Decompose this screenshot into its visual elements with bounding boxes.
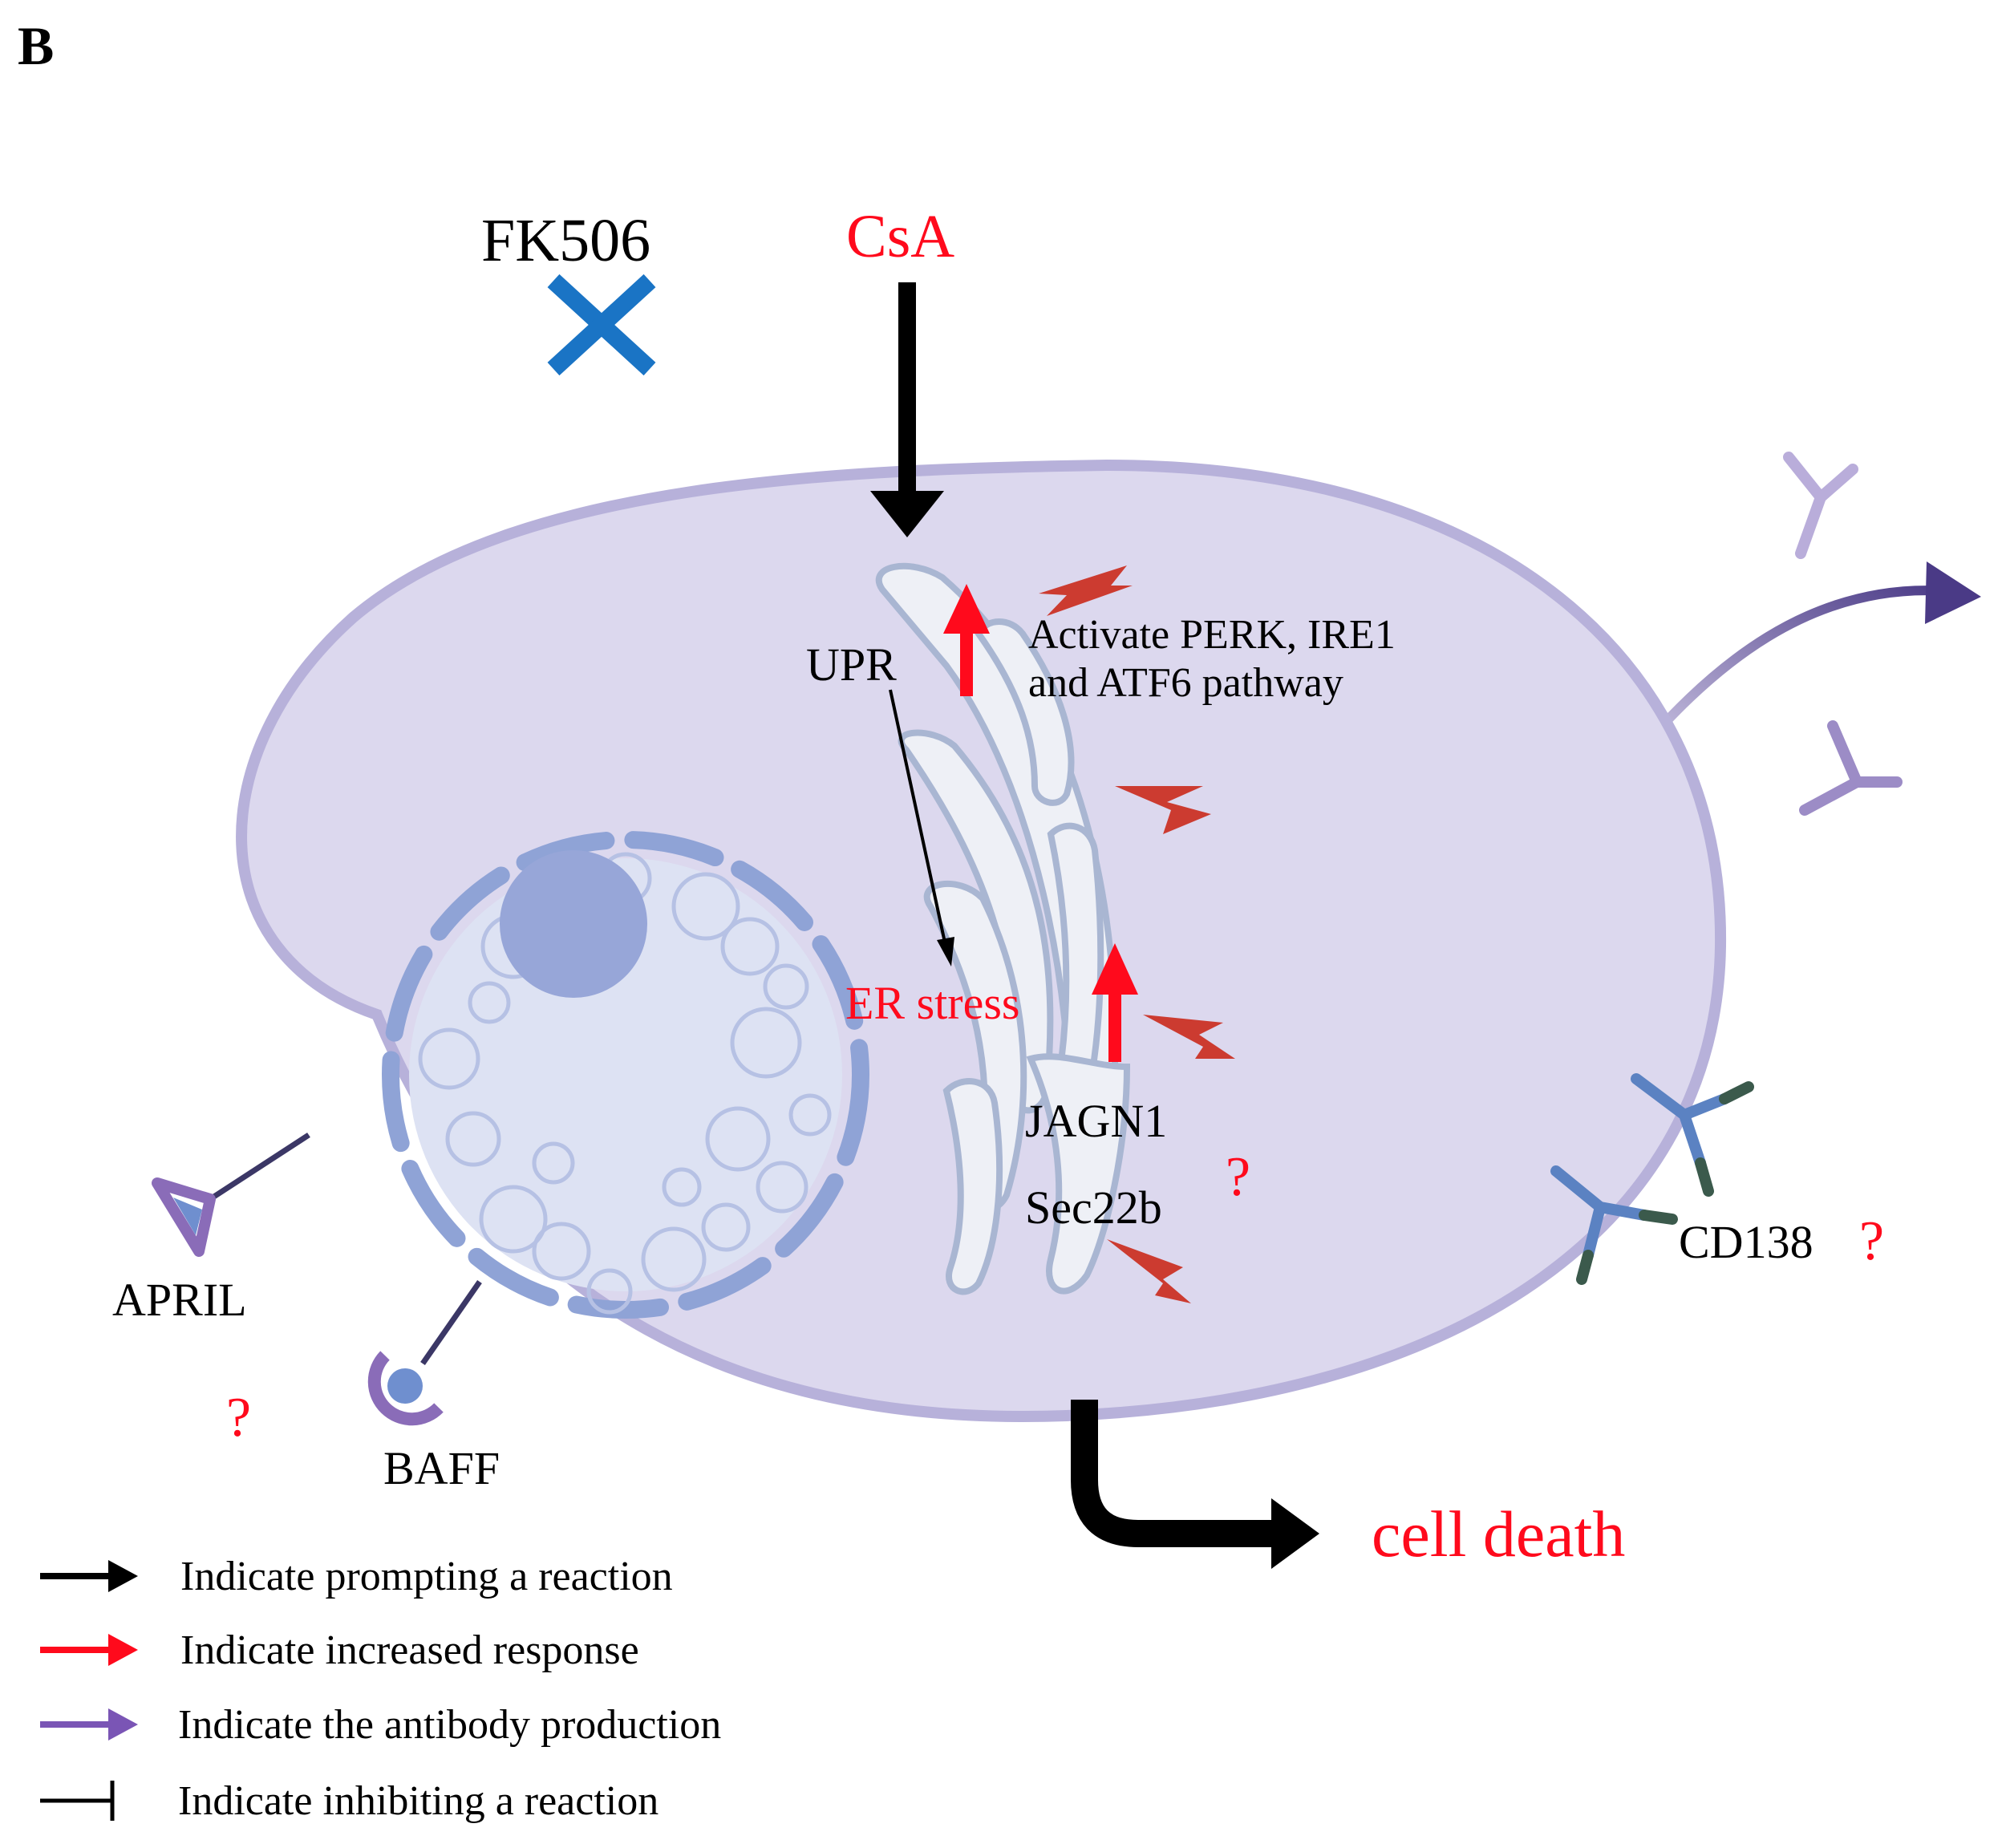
er-stress-label: ER stress [845, 977, 1020, 1029]
secreted-antibody-icon [1783, 452, 1858, 559]
panel-letter: B [18, 15, 54, 76]
activate-pathway-line2: and ATF6 pathway [1028, 660, 1343, 706]
april-label: APRIL [112, 1274, 247, 1326]
antibody-production-arrowhead [1925, 561, 1981, 624]
cell-death-label: cell death [1372, 1497, 1625, 1570]
cd138-receptor-icon [1550, 1165, 1678, 1285]
jagn1-label: JAGN1 [1025, 1095, 1167, 1147]
nucleolus [500, 850, 647, 998]
legend-label: Indicate the antibody production [178, 1702, 721, 1748]
legend-item-increased: Indicate increased response [40, 1627, 639, 1673]
nucleus [382, 831, 869, 1319]
csa-label: CsA [846, 203, 954, 270]
inner-question-mark: ? [1226, 1146, 1250, 1208]
upr-to-er-stress-arrow [889, 689, 954, 967]
legend-item-inhibiting: Indicate inhibiting a reaction [40, 1778, 659, 1824]
legend-item-antibody: Indicate the antibody production [40, 1702, 721, 1748]
baff-label: BAFF [383, 1442, 500, 1494]
fk506-label: FK506 [481, 207, 650, 274]
stress-bolt-icon [1107, 1239, 1191, 1303]
cd138-label: CD138 [1679, 1216, 1813, 1268]
activate-pathway-line1: Activate PERK, IRE1 [1028, 612, 1396, 658]
increase-arrow-upper [943, 584, 990, 696]
april-question-mark: ? [226, 1387, 251, 1449]
legend-label: Indicate prompting a reaction [180, 1554, 673, 1599]
endoplasmic-reticulum [875, 562, 1131, 1295]
stress-bolt-icon [1143, 1015, 1235, 1059]
legend-item-prompting: Indicate prompting a reaction [40, 1554, 673, 1599]
legend-label: Indicate increased response [180, 1627, 639, 1673]
cell-death-arrow [1071, 1400, 1319, 1569]
cd138-question-mark: ? [1859, 1210, 1884, 1272]
csa-arrow [870, 282, 944, 537]
secreted-antibody-icon [1799, 720, 1903, 816]
stress-bolt-icon [1039, 565, 1133, 616]
blocked-x-icon [547, 274, 656, 376]
april-receptor-icon [152, 1133, 310, 1257]
stress-bolt-icon [1115, 786, 1211, 834]
increase-arrow-lower [1092, 943, 1138, 1062]
cd138-receptor-icon [1631, 1073, 1754, 1197]
upr-label: UPR [806, 638, 897, 691]
baff-receptor-icon [367, 1280, 482, 1426]
legend: Indicate prompting a reaction Indicate i… [40, 1554, 721, 1824]
sec22b-label: Sec22b [1025, 1181, 1162, 1234]
legend-label: Indicate inhibiting a reaction [178, 1778, 659, 1824]
